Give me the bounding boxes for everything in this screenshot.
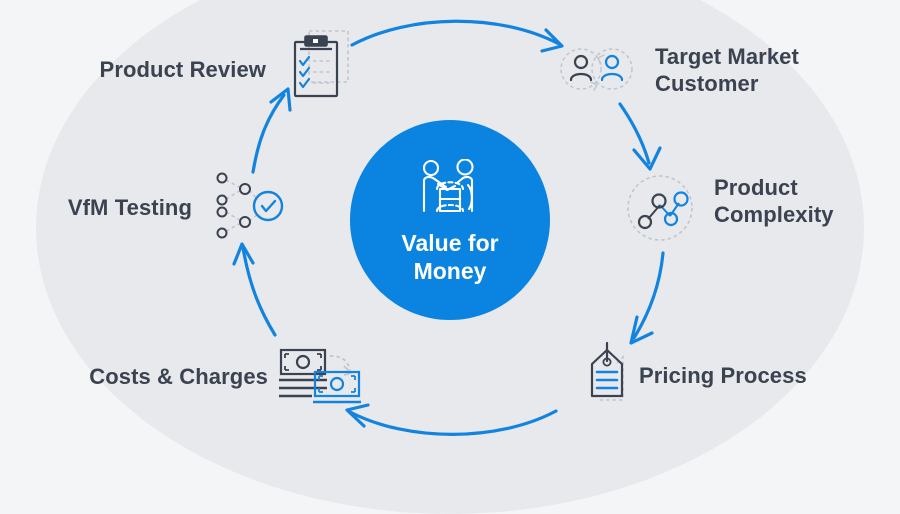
arrow-target-to-complexity [618, 102, 662, 171]
arrow-pricing-to-costs [345, 403, 558, 436]
center-hub: Value for Money [350, 120, 550, 320]
label-target-market-customer: Target Market Customer [655, 44, 799, 96]
network-nodes-icon [627, 175, 693, 241]
arrow-costs-to-vfm [232, 242, 277, 337]
decision-tree-check-icon [216, 172, 284, 239]
label-costs-and-charges: Costs & Charges [89, 364, 268, 389]
diagram-canvas: .acc { stroke: #1284e0; } .dk { stroke: … [36, 0, 864, 514]
label-product-complexity: Product Complexity [714, 175, 834, 227]
price-tag-icon [590, 341, 624, 401]
arrow-complexity-to-pricing [629, 251, 665, 345]
label-pricing-process: Pricing Process [639, 363, 807, 388]
label-vfm-testing: VfM Testing [67, 195, 192, 220]
handshake-icon [422, 159, 474, 213]
cycle-arrows-and-icons: .acc { stroke: #1284e0; } .dk { stroke: … [216, 19, 693, 436]
arrow-review-to-target [350, 19, 564, 53]
banknotes-icon [279, 348, 361, 404]
clipboard-checklist-icon [293, 30, 349, 98]
two-users-icon [560, 48, 633, 91]
arrow-vfm-to-review [251, 87, 292, 174]
label-product-review: Product Review [99, 57, 266, 82]
hub-title: Value for Money [401, 230, 499, 284]
